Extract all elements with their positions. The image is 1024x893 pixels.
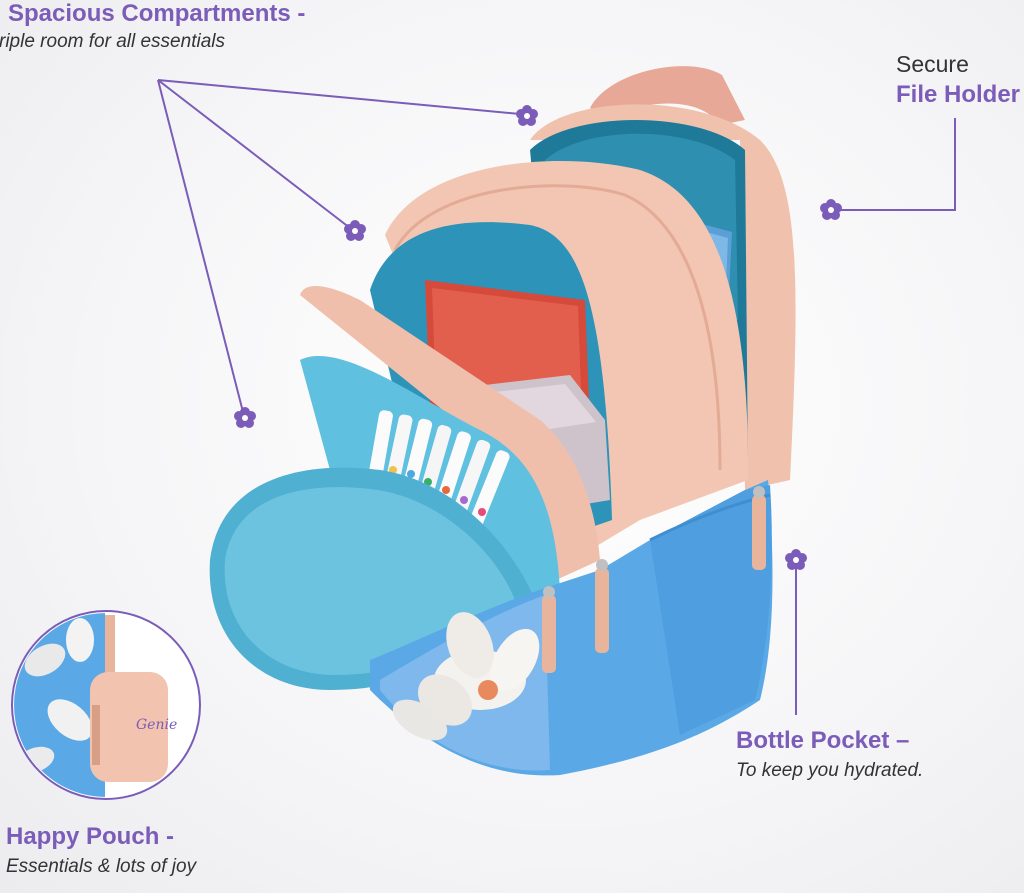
compartments-title: Spacious Compartments - [8,0,306,27]
flower-icon [785,549,807,570]
pouch-logo: Genie [136,717,178,733]
bottle-pocket-subtitle: To keep you hydrated. [736,760,924,781]
flower-icon [516,105,538,126]
compartments-subtitle: riple room for all essentials [0,31,225,52]
flower-icon [234,407,256,428]
file-holder-line1: Secure [896,51,969,77]
flower-icon [820,199,842,220]
zipper-pulls [542,486,766,673]
bottle-pocket-title: Bottle Pocket – [736,727,910,754]
backpack [209,66,796,776]
flower-print [392,612,540,741]
pouch-inset [11,610,201,800]
callout-lines [157,79,956,715]
flower-icon [344,220,366,241]
happy-pouch-title: Happy Pouch - [6,823,175,850]
flower-markers [234,105,842,570]
happy-pouch-subtitle: Essentials & lots of joy [6,856,197,877]
file-holder-line2: File Holder [896,81,1021,108]
